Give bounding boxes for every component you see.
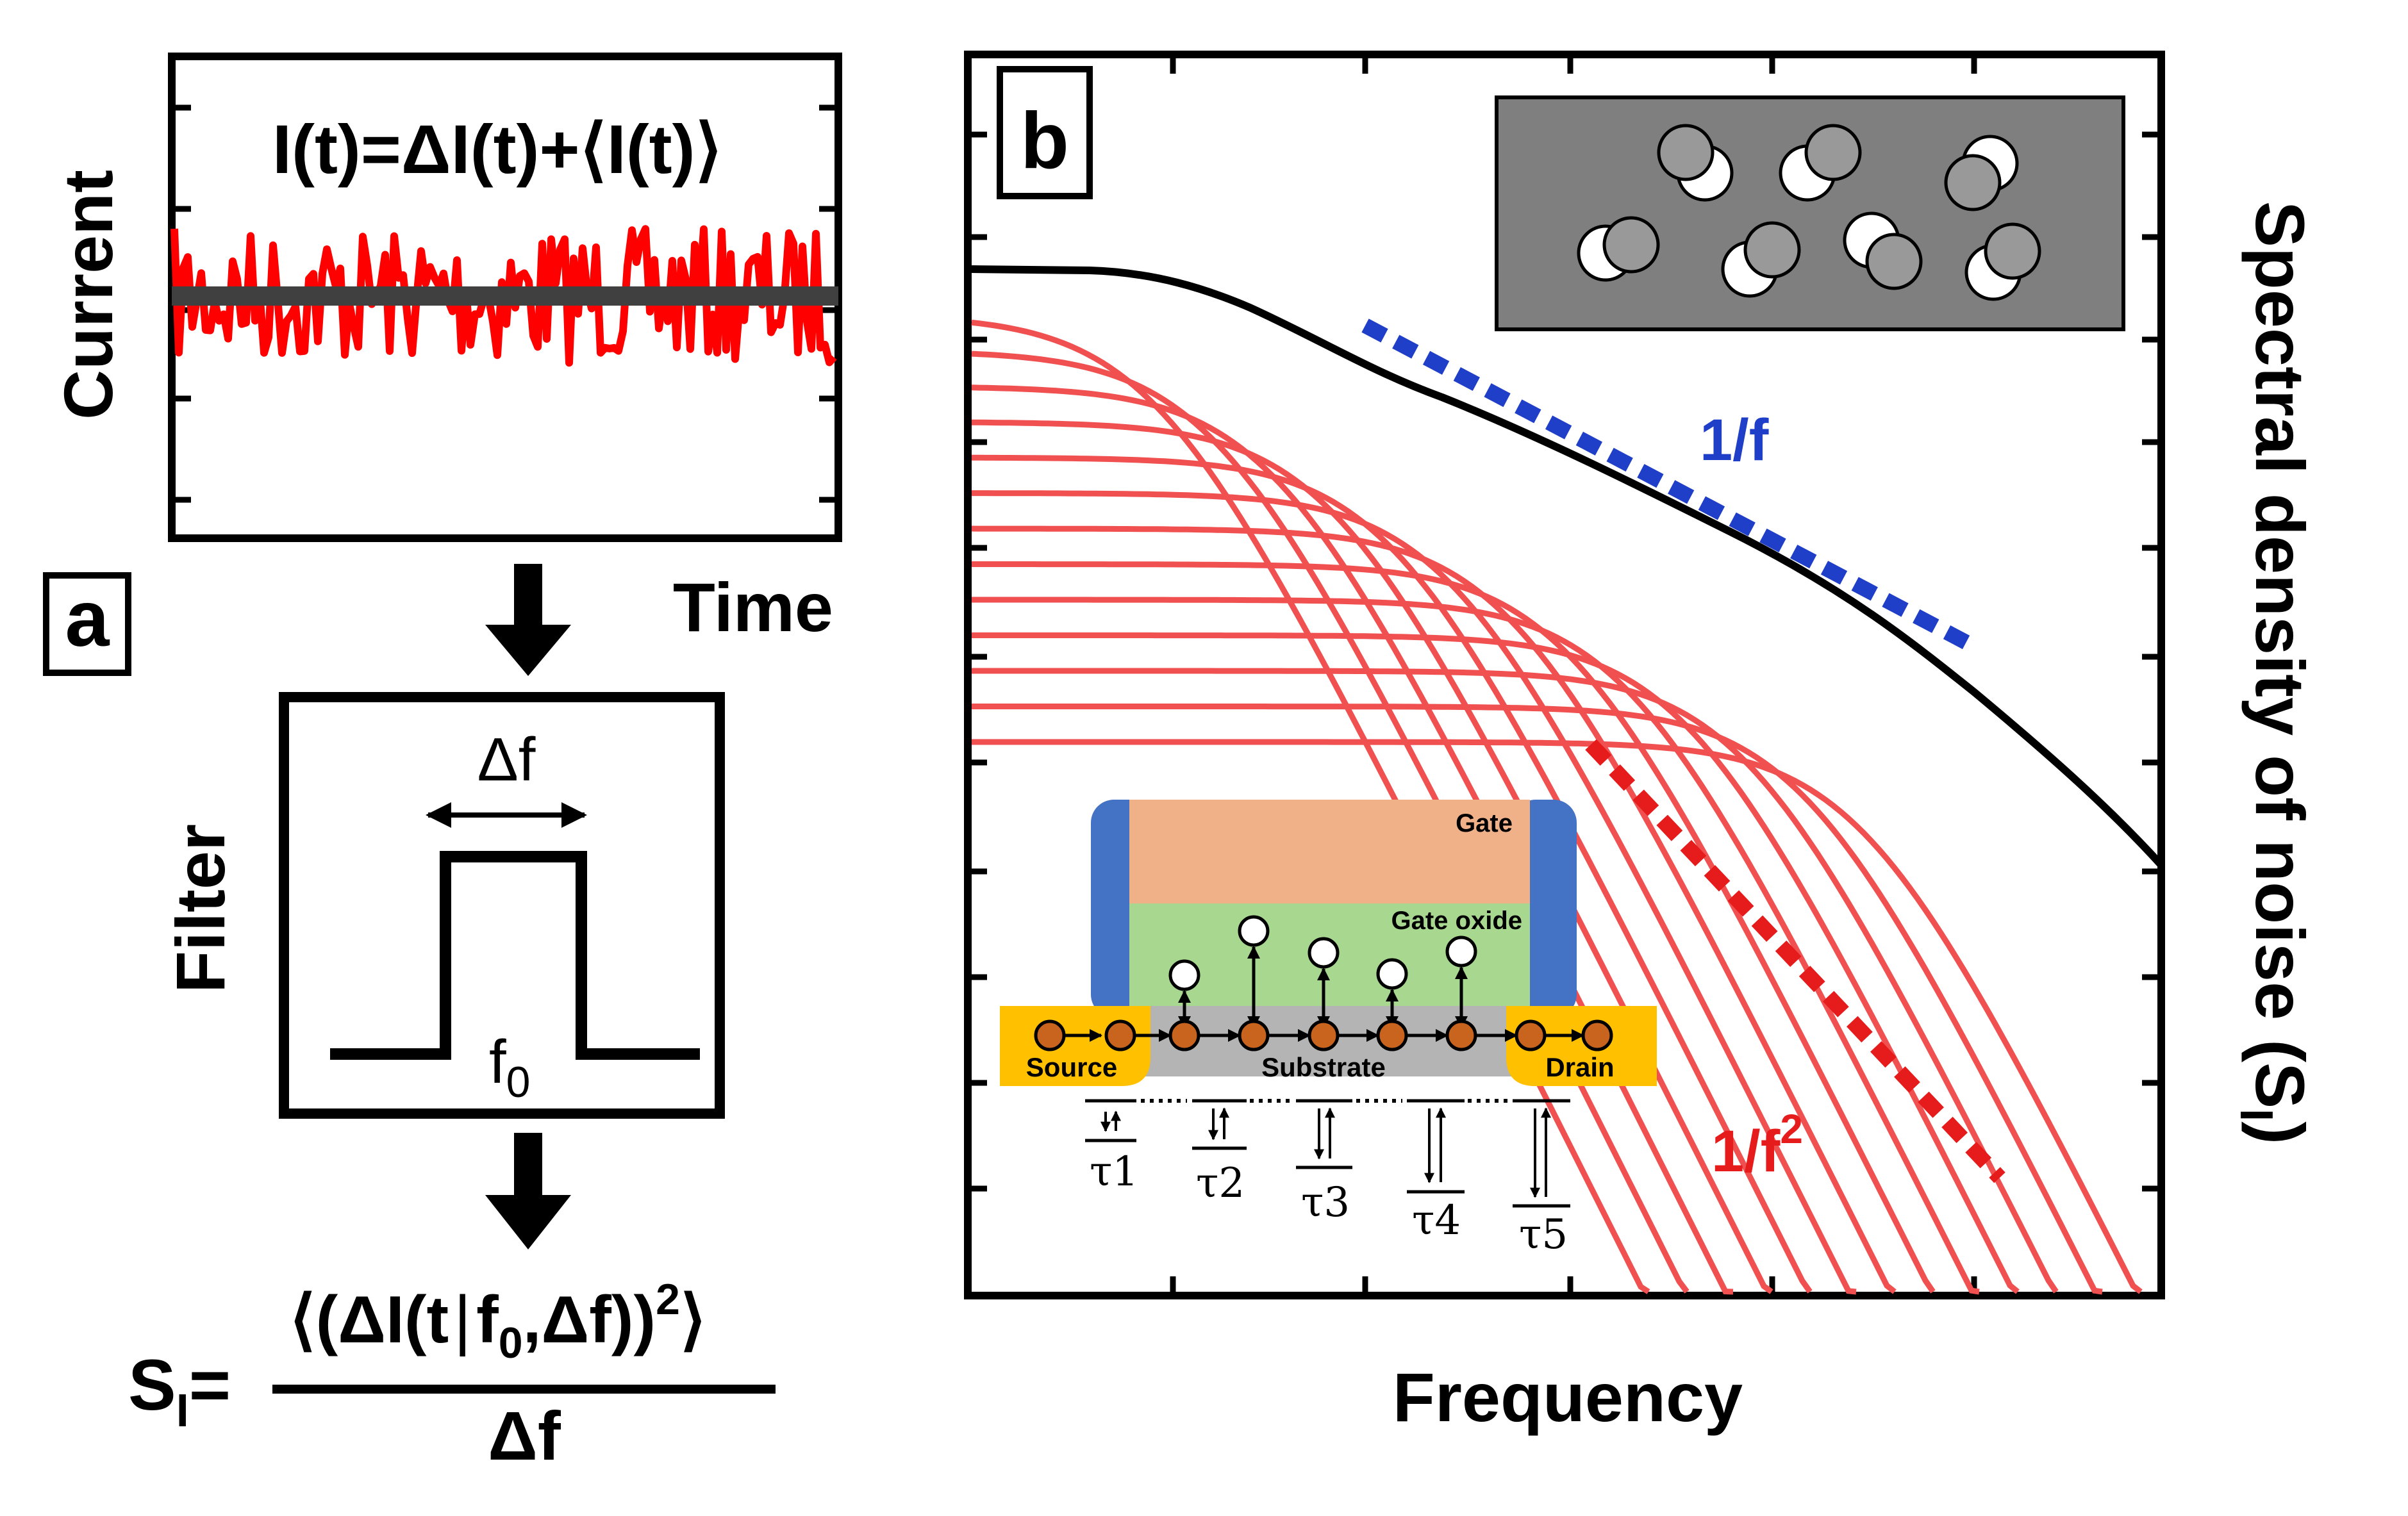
tau-4: τ4: [1407, 1099, 1465, 1244]
panel-b: 1/f 1/f2 b Gate Gate oxide Sou: [964, 51, 2319, 1436]
source-label: Source: [1026, 1052, 1117, 1082]
electron: [1104, 1019, 1136, 1051]
panel-b-label-box: [997, 66, 1093, 199]
spectral-density-axis-label: Spectral density of noise (SI): [2230, 201, 2319, 1144]
electron: [1308, 1019, 1340, 1051]
spectral-density-formula: SI= ⟨(ΔI(t|f0,Δf))2⟩ Δf: [128, 1275, 776, 1474]
electrons: [1034, 1019, 1613, 1051]
trap-pair: [1657, 124, 1734, 202]
panel-b-label: b: [1020, 97, 1069, 185]
trap-pair: [1577, 216, 1660, 282]
lorentzian-curve: [971, 525, 1897, 1294]
down-arrow-2: [485, 1133, 571, 1249]
tau-5: τ5: [1513, 1099, 1570, 1258]
slope-1f2-dashes: [1585, 739, 2005, 1183]
time-constants: τ1 τ2 τ3: [1085, 1099, 1570, 1258]
electron: [1238, 1019, 1270, 1051]
drain-label: Drain: [1545, 1052, 1614, 1082]
trap-pair: [1721, 221, 1801, 298]
trap-pair: [1779, 124, 1862, 202]
svg-text:τ1: τ1: [1090, 1148, 1138, 1196]
svg-text:τ3: τ3: [1301, 1179, 1350, 1226]
slope-1f2-label: 1/f2: [1711, 1106, 1803, 1184]
formula-lhs: SI=: [128, 1345, 231, 1437]
trap-sites: [1168, 915, 1477, 991]
tau-2: τ2: [1192, 1099, 1247, 1207]
panel-a-label-box: [43, 572, 131, 676]
trap-pair: [1944, 135, 2019, 211]
drain-region: [1506, 1006, 1657, 1086]
mosfet-inset: Gate Gate oxide Source Substrate Drain: [1000, 800, 1657, 1258]
down-arrow-1: [485, 564, 571, 676]
gate-oxide-label: Gate oxide: [1391, 907, 1522, 935]
formula-denominator: Δf: [488, 1397, 561, 1474]
lorentzian-curve: [972, 668, 2059, 1294]
lorentzian-curve: [972, 561, 1936, 1294]
electron: [1515, 1019, 1547, 1051]
inset-background: [1495, 95, 2125, 331]
time-axis-label: Time: [673, 568, 833, 646]
trap-site: [1238, 915, 1270, 947]
trap-site: [1308, 937, 1340, 969]
spectrum-ticks: [968, 54, 2161, 1296]
lorentzian-curve: [972, 490, 1857, 1295]
lorentzian-curve: [972, 739, 2143, 1294]
current-time-plot: I(t)=ΔI(t)+⟨I(t)⟩ Current Time: [49, 53, 842, 646]
filter-box: Δf f0 Filter: [162, 692, 725, 1119]
svg-text:τ5: τ5: [1519, 1211, 1568, 1258]
lorentzian-curve: [972, 704, 2103, 1295]
center-frequency-label: f0: [489, 1028, 531, 1107]
bandwidth-label: Δf: [477, 725, 536, 794]
electron: [1445, 1019, 1477, 1051]
tau-3: τ3: [1296, 1099, 1352, 1226]
frequency-axis-label: Frequency: [1393, 1358, 1743, 1436]
trap-site: [1376, 958, 1408, 990]
filter-label: Filter: [162, 824, 239, 993]
gate-region: [1129, 800, 1530, 903]
trap-pair: [1964, 222, 2041, 301]
tau-1: τ1: [1085, 1099, 1138, 1196]
formula-numerator: ⟨(ΔI(t|f0,Δf))2⟩: [290, 1275, 706, 1367]
electron: [1034, 1019, 1066, 1051]
substrate-label: Substrate: [1261, 1052, 1386, 1082]
trap-site: [1168, 959, 1200, 991]
lorentzian-curve: [972, 632, 2020, 1294]
gate-label: Gate: [1456, 809, 1513, 837]
current-axis-label: Current: [49, 170, 127, 420]
current-equation: I(t)=ΔI(t)+⟨I(t)⟩: [272, 110, 722, 188]
svg-text:τ2: τ2: [1196, 1160, 1245, 1207]
trap-pairs-inset: [1495, 95, 2125, 331]
spectrum-plot-frame: [964, 51, 2165, 1299]
slope-1f-dashes: [1361, 318, 1977, 653]
bandpass-shape: [330, 851, 700, 1060]
trap-pair: [1843, 211, 1923, 290]
svg-text:τ4: τ4: [1412, 1197, 1461, 1244]
panel-a: I(t)=ΔI(t)+⟨I(t)⟩ Current Time a Δf f0 F…: [43, 53, 842, 1474]
panel-a-label: a: [65, 575, 110, 663]
filter-frame: [279, 692, 725, 1119]
total-noise-curve: [971, 265, 2164, 868]
electron: [1581, 1019, 1613, 1051]
trap-site: [1445, 935, 1477, 968]
electron: [1376, 1019, 1408, 1051]
electron: [1168, 1019, 1200, 1051]
slope-1f-label: 1/f: [1700, 408, 1769, 473]
